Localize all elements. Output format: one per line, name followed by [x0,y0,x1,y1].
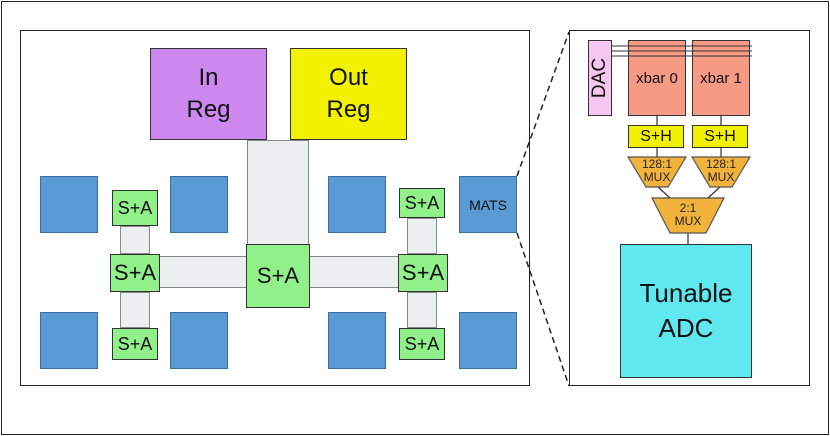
connector-vertical-top [247,140,309,246]
mats-square [40,312,98,369]
mux-128-0-label: 128:1 MUX [641,157,673,184]
adc-label-line2: ADC [658,313,714,343]
xbar-1-box: xbar 1 [692,40,750,116]
mats-square [170,176,228,233]
connector-right-upper [407,218,437,254]
mats-square [459,312,517,369]
xbar-1-label: xbar 1 [700,69,742,87]
mats-label: MATS [469,196,507,213]
sa-block-center: S+A [246,244,310,308]
dac-box: DAC [588,40,612,116]
xbar-0-label: xbar 0 [636,69,678,87]
sh-box-1: S+H [692,125,748,148]
out-reg-label-line1: Out [329,63,368,91]
mux-128-1-label: 128:1 MUX [705,157,737,184]
tunable-adc-box: Tunable ADC [620,244,752,378]
sa-block-mid-right: S+A [398,254,448,292]
out-reg-box: Out Reg [290,48,407,140]
sh-box-0: S+H [628,125,684,148]
in-reg-box: In Reg [150,48,267,140]
mux-2-label: 2:1 MUX [674,201,702,228]
connector-right-lower [407,292,437,328]
sa-block-top-right: S+A [399,188,445,218]
tile-panel [20,30,530,386]
sa-block-bottom-right: S+A [399,328,445,360]
sa-block-mid-left: S+A [110,254,160,292]
mats-square [328,312,386,369]
mats-labeled-square: MATS [459,176,517,233]
out-reg-label-line2: Reg [326,96,371,123]
in-reg-label-line2: Reg [186,96,231,123]
connector-horizontal-right [308,256,400,288]
xbar-0-box: xbar 0 [628,40,686,116]
connector-left-upper [120,226,150,254]
connector-left-lower [120,292,150,328]
sa-block-bottom-left: S+A [112,328,158,360]
mats-square [40,176,98,233]
mats-square [328,176,386,233]
adc-label-line1: Tunable [639,277,733,308]
mats-square [170,312,228,369]
sa-block-top-left: S+A [112,190,158,226]
in-reg-label-line1: In [198,63,219,91]
